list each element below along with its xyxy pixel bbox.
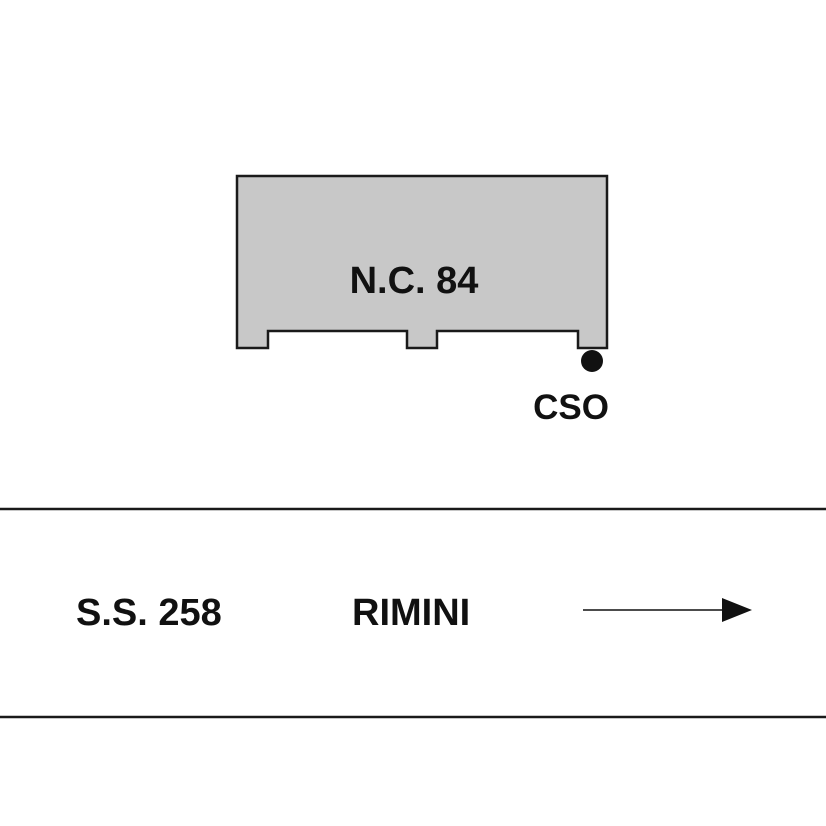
road-name-label: S.S. 258 [76,592,222,634]
building-label: N.C. 84 [349,260,479,302]
cso-marker-icon [581,350,603,372]
direction-label: RIMINI [352,592,471,634]
cso-label: CSO [533,388,609,427]
building-footprint [235,174,609,350]
arrow-right-icon [583,598,752,622]
